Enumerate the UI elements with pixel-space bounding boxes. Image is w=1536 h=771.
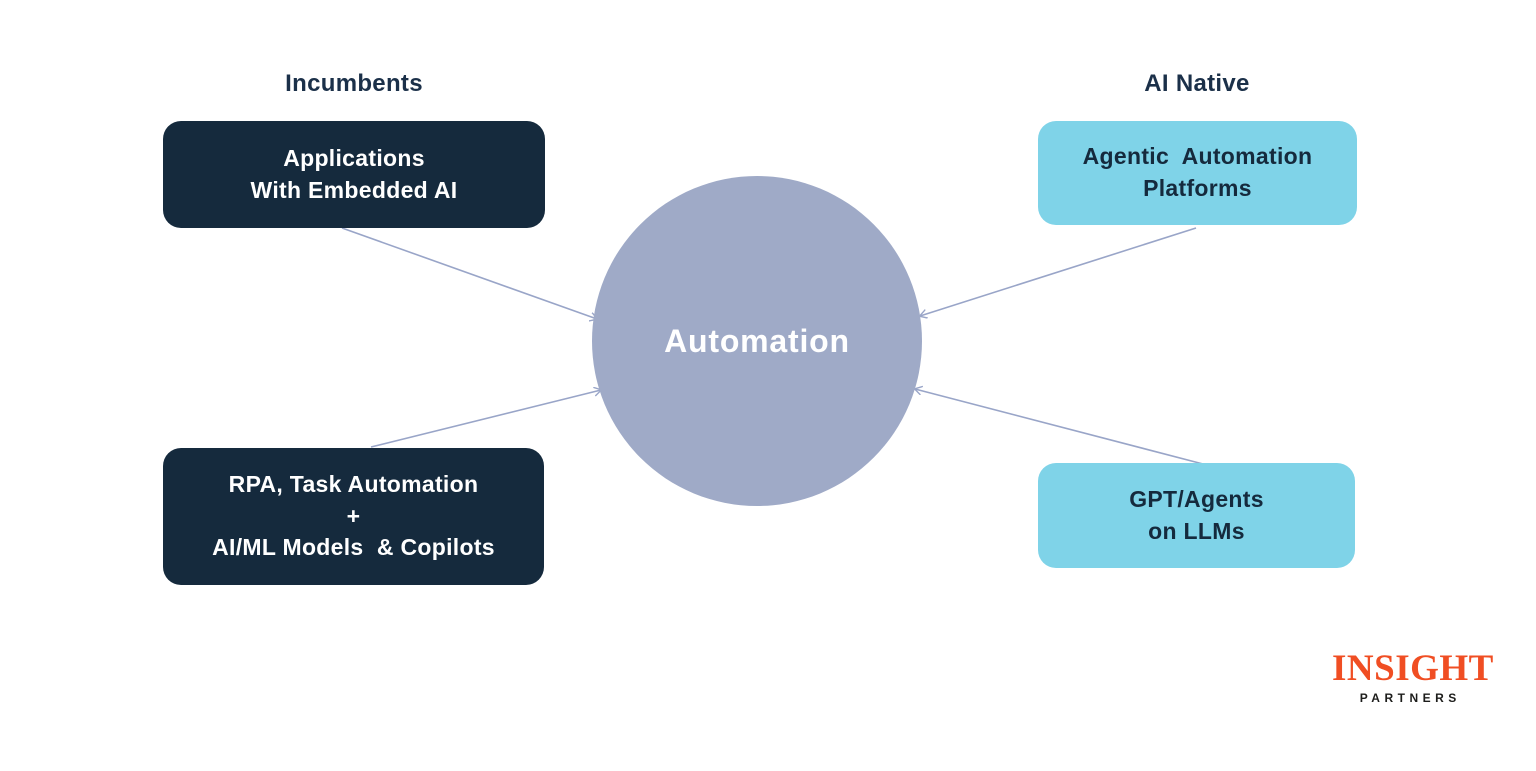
insight-logo-subtext: PARTNERS <box>1359 691 1461 705</box>
arrow-bottom-right-to-center <box>915 389 1204 465</box>
arrow-top-left-to-center <box>341 227 597 319</box>
insight-partners-logo: INSIGHT PARTNERS <box>1332 648 1494 705</box>
automation-hub-label: Automation <box>664 322 850 359</box>
arrow-bottom-left-to-center <box>370 390 601 448</box>
arrow-top-right-to-center <box>920 227 1197 316</box>
incumbents-heading: Incumbents <box>285 70 423 97</box>
insight-logo-wordmark: INSIGHT <box>1332 648 1494 689</box>
node-agentic-automation-platforms: Agentic Automation Platforms <box>1038 121 1357 225</box>
node-gpt-agents-llms: GPT/Agents on LLMs <box>1038 463 1355 568</box>
ai-native-heading: AI Native <box>1144 70 1250 97</box>
node-applications-embedded-ai: Applications With Embedded AI <box>163 121 545 228</box>
automation-hub-circle: Automation <box>592 176 922 506</box>
node-rpa-task-automation: RPA, Task Automation + AI/ML Models & Co… <box>163 448 544 585</box>
